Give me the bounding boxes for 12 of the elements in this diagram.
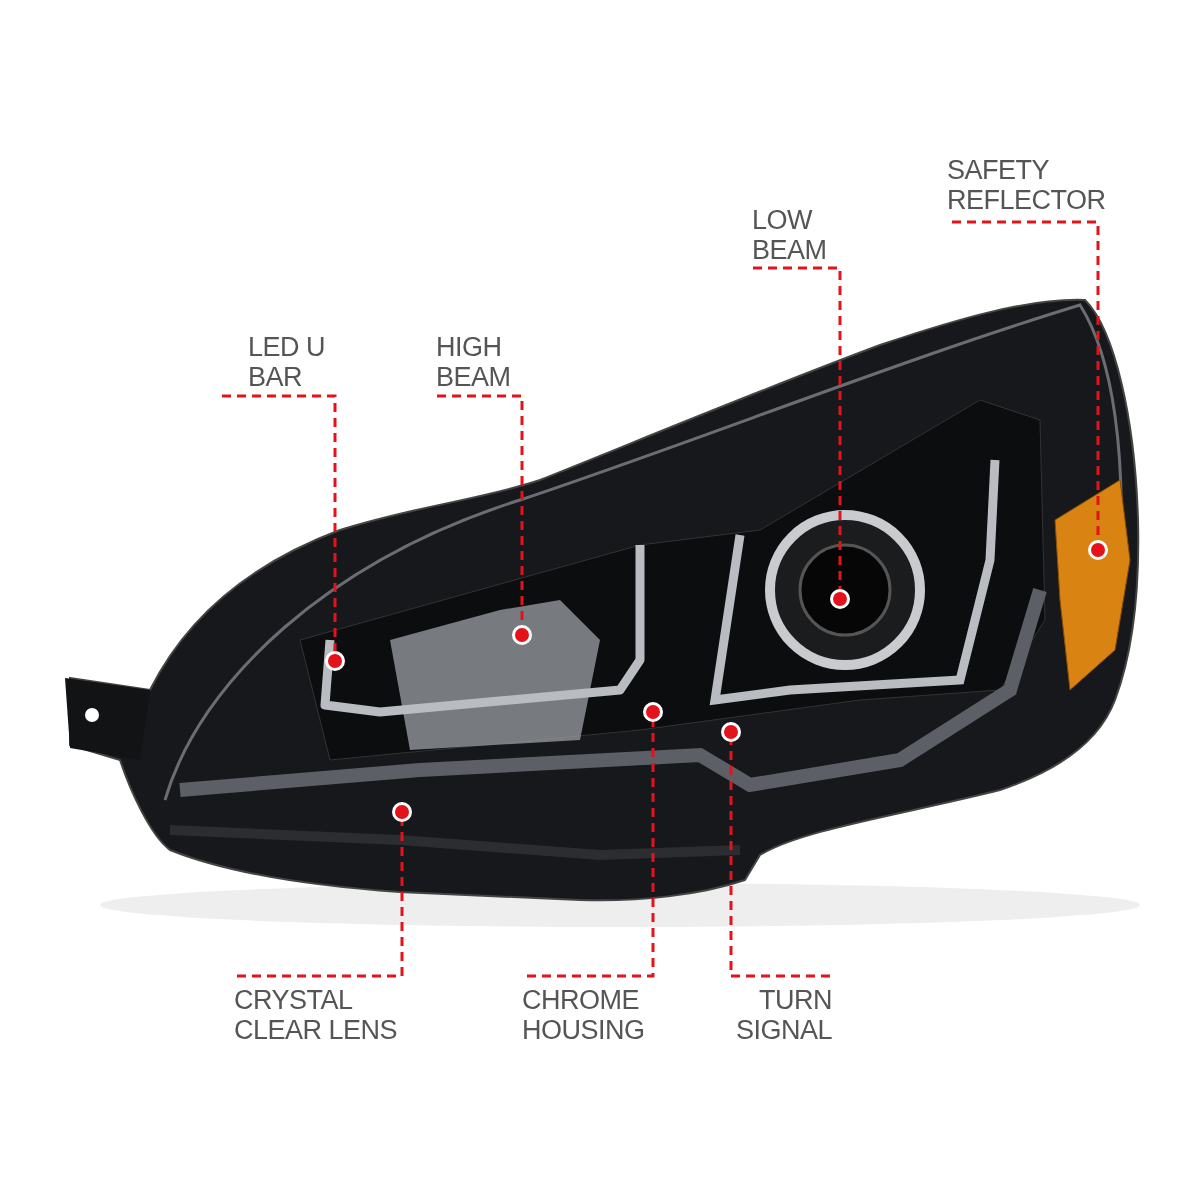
leader-line — [729, 742, 830, 978]
leader-line — [527, 722, 655, 978]
leader-line — [237, 822, 404, 978]
callout-label: SAFETY REFLECTOR — [947, 155, 1107, 215]
callout-label: LED U BAR — [248, 332, 338, 392]
callout-label: CHROME HOUSING — [522, 985, 662, 1045]
callout-label: HIGH BEAM — [436, 332, 526, 392]
callout-label: LOW BEAM — [752, 205, 842, 265]
callout-label: CRYSTAL CLEAR LENS — [234, 985, 409, 1045]
leader-line — [753, 266, 842, 589]
callout-label: TURN SIGNAL — [720, 985, 832, 1045]
leader-line — [222, 394, 337, 651]
